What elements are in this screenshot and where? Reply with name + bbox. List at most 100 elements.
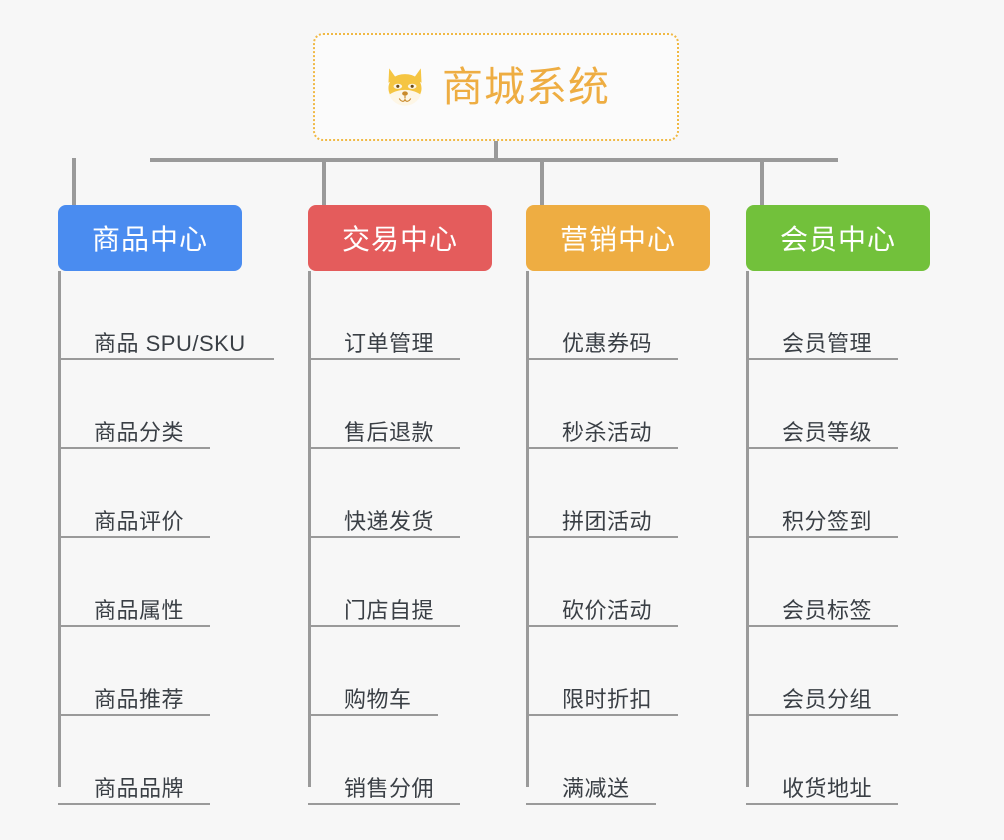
leaf-underline <box>308 358 460 360</box>
drop-connector-1 <box>72 158 76 206</box>
leaf-label: 拼团活动 <box>562 508 653 534</box>
leaf-label: 积分签到 <box>782 508 873 534</box>
leaf-underline <box>526 447 678 449</box>
leaf-item[interactable]: 满减送 <box>526 716 710 805</box>
category-title: 营销中心 <box>559 224 676 255</box>
leaf-underline <box>308 803 460 805</box>
leaf-underline <box>58 714 210 716</box>
leaf-item[interactable]: 砍价活动 <box>526 538 710 627</box>
horizontal-bus-connector <box>150 158 838 162</box>
leaf-label: 会员标签 <box>782 597 873 623</box>
category-header-member-center[interactable]: 会员中心 <box>746 205 930 271</box>
trunk-line <box>746 271 749 787</box>
leaf-label: 会员分组 <box>782 686 873 712</box>
category-title: 商品中心 <box>91 224 208 255</box>
leaf-underline <box>58 625 210 627</box>
leaf-label: 售后退款 <box>344 419 435 445</box>
column-product-center: 商品中心 商品 SPU/SKU 商品分类 商品评价 商品属性 商品推荐 <box>58 205 274 805</box>
category-title: 交易中心 <box>341 224 458 255</box>
root-node[interactable]: 商城系统 <box>313 33 679 141</box>
leaf-item[interactable]: 秒杀活动 <box>526 360 710 449</box>
trunk-line <box>526 271 529 787</box>
leaf-item[interactable]: 会员管理 <box>746 271 930 360</box>
leaf-item[interactable]: 销售分佣 <box>308 716 492 805</box>
leaf-label: 商品属性 <box>94 597 185 623</box>
branch-product-center: 商品 SPU/SKU 商品分类 商品评价 商品属性 商品推荐 商品品牌 <box>58 271 274 805</box>
leaf-item[interactable]: 会员等级 <box>746 360 930 449</box>
leaf-label: 秒杀活动 <box>562 419 653 445</box>
leaf-label: 商品 SPU/SKU <box>94 330 246 356</box>
leaf-item[interactable]: 会员分组 <box>746 627 930 716</box>
leaf-underline <box>58 447 210 449</box>
leaf-label: 购物车 <box>344 686 412 712</box>
leaf-underline <box>308 536 460 538</box>
leaf-item[interactable]: 商品属性 <box>58 538 242 627</box>
leaf-underline <box>746 358 898 360</box>
leaf-item[interactable]: 门店自提 <box>308 538 492 627</box>
leaf-underline <box>526 358 678 360</box>
category-header-marketing-center[interactable]: 营销中心 <box>526 205 710 271</box>
leaf-underline <box>526 803 656 805</box>
leaf-underline <box>746 714 898 716</box>
leaf-item[interactable]: 会员标签 <box>746 538 930 627</box>
leaf-underline <box>58 803 210 805</box>
branch-member-center: 会员管理 会员等级 积分签到 会员标签 会员分组 收货地址 <box>746 271 930 805</box>
leaf-underline <box>526 625 678 627</box>
leaf-item[interactable]: 商品评价 <box>58 449 242 538</box>
leaf-underline <box>308 714 438 716</box>
category-header-product-center[interactable]: 商品中心 <box>58 205 242 271</box>
leaf-item[interactable]: 积分签到 <box>746 449 930 538</box>
leaf-item[interactable]: 收货地址 <box>746 716 930 805</box>
branch-marketing-center: 优惠券码 秒杀活动 拼团活动 砍价活动 限时折扣 满减送 <box>526 271 710 805</box>
root-title: 商城系统 <box>442 63 610 110</box>
leaf-underline <box>746 536 898 538</box>
leaf-item[interactable]: 商品推荐 <box>58 627 242 716</box>
leaf-underline <box>746 625 898 627</box>
branch-trade-center: 订单管理 售后退款 快递发货 门店自提 购物车 销售分佣 <box>308 271 492 805</box>
leaf-label: 限时折扣 <box>562 686 653 712</box>
shiba-dog-icon <box>388 68 422 106</box>
leaf-underline <box>58 536 210 538</box>
leaf-item[interactable]: 售后退款 <box>308 360 492 449</box>
leaf-label: 销售分佣 <box>344 775 435 801</box>
leaf-label: 优惠券码 <box>562 330 653 356</box>
leaf-underline <box>746 803 898 805</box>
trunk-line <box>58 271 61 787</box>
leaf-item[interactable]: 拼团活动 <box>526 449 710 538</box>
leaf-label: 商品品牌 <box>94 775 185 801</box>
leaf-underline <box>308 625 460 627</box>
leaf-item[interactable]: 商品 SPU/SKU <box>58 271 274 360</box>
leaf-label: 订单管理 <box>344 330 435 356</box>
leaf-label: 门店自提 <box>344 597 435 623</box>
leaf-label: 砍价活动 <box>562 597 653 623</box>
leaf-label: 收货地址 <box>782 775 873 801</box>
leaf-item[interactable]: 优惠券码 <box>526 271 710 360</box>
leaf-item[interactable]: 购物车 <box>308 627 492 716</box>
leaf-label: 会员等级 <box>782 419 873 445</box>
leaf-item[interactable]: 商品分类 <box>58 360 242 449</box>
leaf-label: 商品评价 <box>94 508 185 534</box>
drop-connector-2 <box>322 158 326 206</box>
column-trade-center: 交易中心 订单管理 售后退款 快递发货 门店自提 购物车 <box>308 205 492 805</box>
leaf-item[interactable]: 商品品牌 <box>58 716 242 805</box>
leaf-item[interactable]: 快递发货 <box>308 449 492 538</box>
leaf-underline <box>746 447 898 449</box>
category-title: 会员中心 <box>779 224 896 255</box>
leaf-item[interactable]: 限时折扣 <box>526 627 710 716</box>
leaf-underline <box>308 447 460 449</box>
column-marketing-center: 营销中心 优惠券码 秒杀活动 拼团活动 砍价活动 限时折扣 <box>526 205 710 805</box>
column-member-center: 会员中心 会员管理 会员等级 积分签到 会员标签 会员分组 <box>746 205 930 805</box>
leaf-item[interactable]: 订单管理 <box>308 271 492 360</box>
leaf-label: 商品分类 <box>94 419 185 445</box>
root-stem-connector <box>494 141 498 160</box>
leaf-label: 会员管理 <box>782 330 873 356</box>
leaf-underline <box>526 714 678 716</box>
leaf-label: 满减送 <box>562 775 630 801</box>
category-header-trade-center[interactable]: 交易中心 <box>308 205 492 271</box>
leaf-label: 快递发货 <box>344 508 435 534</box>
drop-connector-4 <box>760 158 764 206</box>
leaf-underline <box>58 358 274 360</box>
leaf-underline <box>526 536 678 538</box>
leaf-label: 商品推荐 <box>94 686 185 712</box>
